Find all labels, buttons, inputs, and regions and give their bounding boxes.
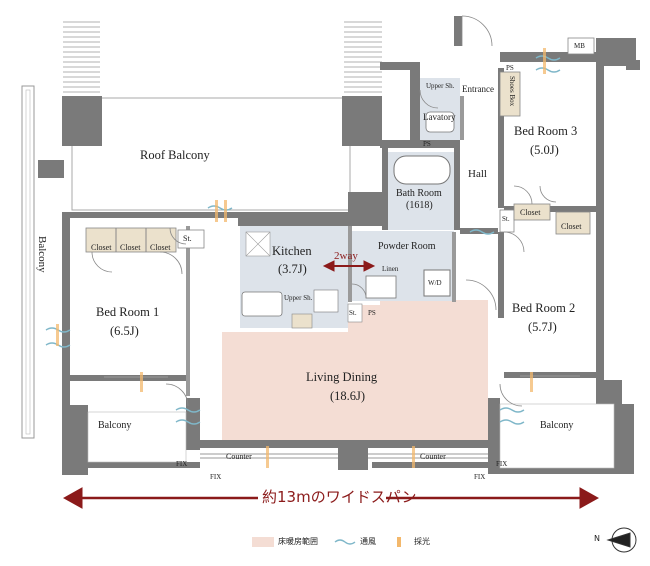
stair-hatch-right <box>344 21 382 93</box>
wide-span-label: 約13mのワイドスパン <box>262 488 417 506</box>
fix-label-4: FIX <box>496 460 508 468</box>
wide-span-label-bg <box>258 486 386 508</box>
daylight-swatch <box>388 536 410 547</box>
fix-label-2: FIX <box>210 473 222 481</box>
wd-label: W/D <box>428 279 442 287</box>
legend-ventilation-label: 通風 <box>360 537 376 546</box>
two-way-label: 2way <box>334 250 358 262</box>
bed-room-1-name: Bed Room 1 <box>96 305 160 319</box>
closets-bed1 <box>85 227 205 253</box>
mb-label: MB <box>574 42 585 50</box>
closets-right <box>499 37 595 235</box>
legend-daylight: 採光 <box>388 536 430 547</box>
kitchen-size: (3.7J) <box>278 262 307 276</box>
daylight-markers <box>56 48 546 468</box>
doors <box>91 15 557 407</box>
counter-right-label: Counter <box>420 452 446 461</box>
bed-room-3-size: (5.0J) <box>530 143 559 157</box>
compass <box>606 527 637 553</box>
closet-bed3-label: Closet <box>520 208 541 217</box>
bed-room-1-size: (6.5J) <box>110 324 139 338</box>
entrance-label: Entrance <box>462 84 494 94</box>
st-bed1-label: St. <box>183 234 192 243</box>
walls <box>38 16 640 475</box>
ps-label-1: PS <box>423 140 431 148</box>
living-dining-name: Living Dining <box>306 370 378 384</box>
legend-floor-heating-label: 床暖房範囲 <box>278 537 318 546</box>
fix-label-1: FIX <box>176 460 188 468</box>
powder-sink <box>365 275 397 299</box>
roof-balcony-label: Roof Balcony <box>140 148 210 162</box>
legend-ventilation: 通風 <box>334 536 376 547</box>
balcony-left-label: Balcony <box>98 420 132 431</box>
closet-label-1: Closet <box>91 243 112 252</box>
st-kitchen-label: St. <box>349 309 357 317</box>
left-balcony-rail <box>21 85 35 439</box>
washer <box>423 269 451 297</box>
upper-sh-kitchen-label: Upper Sh. <box>284 294 313 302</box>
ventilation-swatch <box>334 538 356 545</box>
kitchen-name: Kitchen <box>272 244 312 258</box>
stair-hatch-left <box>63 21 100 93</box>
kitchen-fridge <box>291 313 313 329</box>
kitchen-st <box>347 303 363 323</box>
bed-room-2-name: Bed Room 2 <box>512 301 576 315</box>
closet-bed2-label: Closet <box>561 222 582 231</box>
floor-heating-area <box>222 300 488 440</box>
ps-label-2: PS <box>368 309 376 317</box>
kitchen-stove <box>313 289 339 313</box>
bed-room-2-size: (5.7J) <box>528 320 557 334</box>
st-bed3-label: St. <box>502 215 510 223</box>
partitions <box>186 96 464 396</box>
shoes-box-label: Shoes Box <box>508 76 516 107</box>
living-dining-size: (18.6J) <box>330 389 366 403</box>
bath-room-name: Bath Room <box>396 188 442 199</box>
hall-label: Hall <box>468 168 487 180</box>
balcony-right-label: Balcony <box>540 420 574 431</box>
powder-room-label: Powder Room <box>378 241 436 252</box>
balcony-rail-right <box>499 403 615 469</box>
bathtub <box>393 155 451 185</box>
bed-room-3-name: Bed Room 3 <box>514 124 578 138</box>
compass-n-label: N <box>594 534 600 543</box>
closet-label-3: Closet <box>150 243 171 252</box>
closet-label-2: Closet <box>120 243 141 252</box>
legend-floor-heating: 床暖房範囲 <box>252 536 318 547</box>
left-balcony-label: Balcony <box>36 236 48 273</box>
ps-label-3: PS <box>506 64 514 72</box>
lavatory-sink <box>425 111 455 133</box>
left-balcony-rail-inner <box>25 89 31 435</box>
kitchen-counter <box>241 291 283 317</box>
counter-left-label: Counter <box>226 452 252 461</box>
upper-sh-lavatory-label: Upper Sh. <box>426 82 455 90</box>
roof-balcony-outline <box>71 97 351 211</box>
floor-heating-swatch <box>252 536 274 547</box>
linen-label: Linen <box>382 265 399 273</box>
bath-room-size: (1618) <box>406 200 433 211</box>
balcony-rail-left <box>87 411 187 463</box>
two-way-arrow <box>322 260 376 272</box>
legend-daylight-label: 採光 <box>414 537 430 546</box>
fix-label-3: FIX <box>474 473 486 481</box>
lavatory-label: Lavatory <box>423 112 456 122</box>
